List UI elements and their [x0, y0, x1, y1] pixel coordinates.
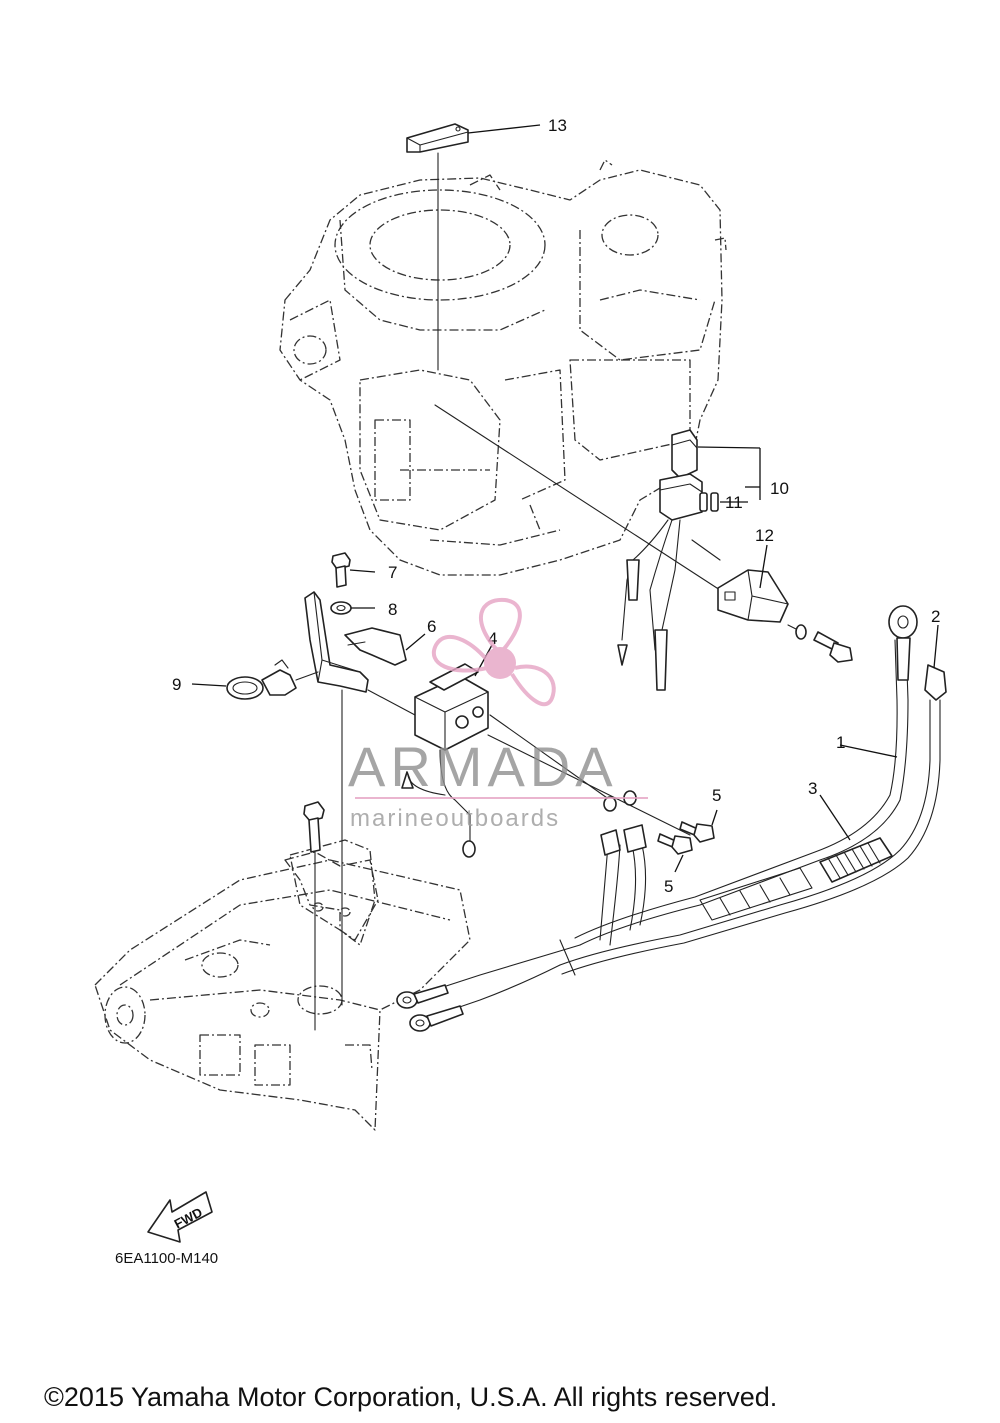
- part-12-clamp: [717, 544, 789, 623]
- watermark-tagline: marineoutboards: [350, 805, 560, 832]
- part-13-cap: [406, 123, 541, 371]
- callout-3: 3: [808, 779, 817, 798]
- callout-8: 8: [388, 600, 397, 619]
- callout-10: 10: [770, 479, 789, 498]
- callout-4: 4: [488, 629, 497, 648]
- mounting-bracket: [304, 591, 426, 1006]
- callout-11: 11: [725, 493, 743, 512]
- copyright-notice: ©2015 Yamaha Motor Corporation, U.S.A. A…: [44, 1382, 777, 1412]
- callout-1: 1: [836, 733, 845, 752]
- engine-block: [279, 159, 727, 576]
- callout-7: 7: [388, 563, 397, 582]
- fwd-direction-arrow: FWD: [147, 1191, 213, 1243]
- battery-cables: [396, 605, 947, 1032]
- bottom-cowling: [94, 839, 471, 1131]
- part-8-washer: [330, 601, 375, 615]
- callout-9: 9: [172, 675, 181, 694]
- part-7-bolt: [331, 552, 376, 588]
- part-9-clip: [191, 659, 319, 700]
- callout-12: 12: [755, 526, 774, 545]
- part-10-connector: [659, 429, 761, 521]
- callout-13: 13: [548, 116, 567, 135]
- drawing-code: 6EA1100-M140: [115, 1250, 218, 1267]
- part-5-bolts: [657, 809, 718, 873]
- callout-labels: 1 2 3 4 5 5 6 7 8 9 10 11 12 13: [172, 116, 940, 896]
- clamp-bolt: [787, 624, 853, 663]
- propeller-logo: [432, 597, 556, 707]
- callout-6: 6: [427, 617, 436, 636]
- connector-wiring: [434, 404, 721, 691]
- armada-watermark: ARMADA marineoutboards: [348, 597, 648, 832]
- part-4-relay: [367, 644, 691, 858]
- callout-2: 2: [931, 607, 940, 626]
- watermark-brand: ARMADA: [348, 735, 618, 798]
- callout-5b: 5: [664, 877, 673, 896]
- callout-5a: 5: [712, 786, 721, 805]
- lower-mount-bolt: [284, 801, 379, 1031]
